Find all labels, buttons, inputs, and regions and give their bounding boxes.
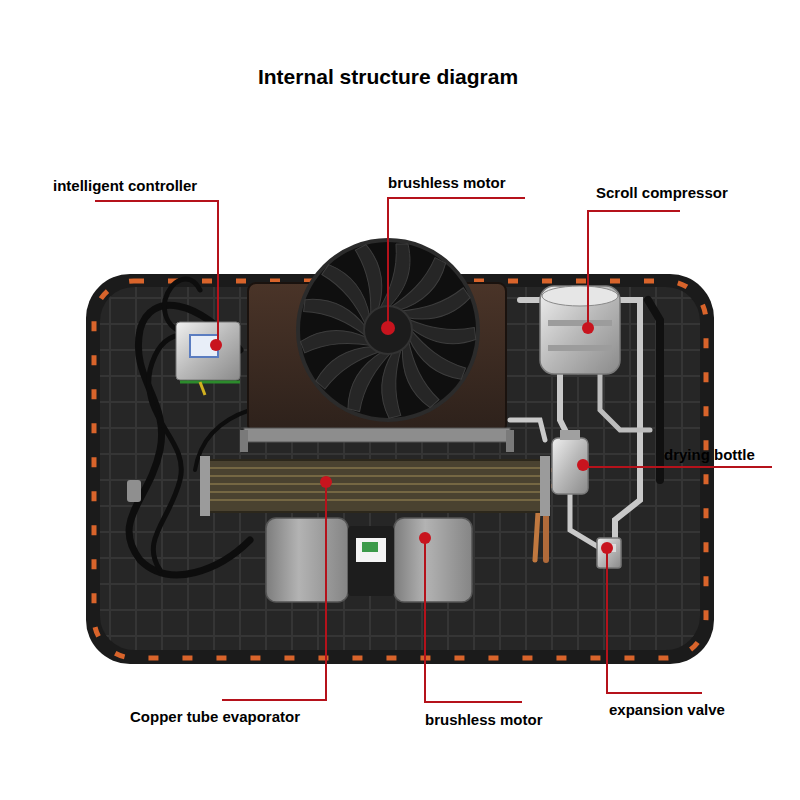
leader-line (222, 484, 326, 700)
blower-unit (362, 542, 378, 552)
tray-ribs (100, 635, 700, 637)
evaporator-coil (208, 483, 544, 485)
scroll-compressor (548, 320, 612, 326)
refrigerant-pipes (510, 420, 545, 440)
evaporator-coil (540, 456, 550, 516)
evaporator-coil (200, 456, 561, 516)
refrigerant-pipes (600, 372, 650, 430)
tray-ribs (681, 287, 683, 650)
expansion-valve-part (597, 538, 621, 568)
wiring-harness (127, 279, 250, 575)
evaporator-coil (208, 468, 544, 500)
tray-ribs (100, 609, 700, 611)
part-label: intelligent controller (53, 177, 197, 195)
base-tray (86, 274, 714, 664)
blower-unit (348, 526, 394, 596)
leader-line (388, 198, 525, 324)
evaporator-coil (200, 456, 210, 516)
intelligent-controller-box (180, 381, 240, 384)
intelligent-controller-box (176, 322, 240, 395)
refrigerant-pipes (570, 492, 600, 548)
condenser-shroud (506, 430, 514, 452)
base-tray (100, 287, 700, 650)
base-tray (94, 281, 706, 658)
scroll-compressor (548, 345, 612, 351)
scroll-compressor (542, 286, 618, 306)
leader-line (425, 540, 522, 702)
drying-bottle-part (560, 430, 580, 440)
condenser-shroud (244, 428, 510, 442)
intelligent-controller-box (176, 322, 240, 380)
part-label: brushless motor (425, 711, 543, 729)
leader-dot (210, 339, 222, 351)
leader-line (588, 211, 680, 326)
base-tray (86, 274, 714, 664)
evaporator-coil (208, 499, 544, 501)
intelligent-controller-box (200, 382, 205, 395)
part-label: expansion valve (609, 701, 725, 719)
condenser-shroud (240, 430, 248, 452)
part-label: drying bottle (664, 446, 755, 464)
part-label: Copper tube evaporator (130, 708, 300, 726)
evaporator-coil (208, 491, 544, 493)
refrigerant-pipes (648, 300, 660, 480)
leader-line (95, 198, 772, 702)
leader-dot (419, 532, 431, 544)
scroll-compressor (540, 286, 620, 374)
diagram-title: Internal structure diagram (0, 64, 776, 90)
drying-bottle-part (552, 430, 588, 494)
tray-ribs (100, 453, 700, 455)
drying-bottle-part (552, 438, 588, 494)
leader-line (584, 466, 772, 468)
part-label: Scroll compressor (596, 184, 728, 202)
evaporator-coil (208, 475, 544, 477)
leader-dot (320, 476, 332, 488)
leader-line (607, 550, 702, 693)
blower-unit (356, 538, 386, 562)
leader-dot (577, 459, 589, 471)
wiring-harness (129, 305, 250, 575)
leader-dot (210, 321, 613, 554)
tray-ribs (629, 287, 631, 650)
expansion-valve-part (597, 538, 621, 568)
scroll-compressor (540, 286, 620, 374)
blower-unit (266, 518, 472, 602)
blower-unit (266, 518, 348, 602)
evaporator-coil (208, 467, 544, 469)
tray-ribs (109, 287, 111, 650)
blower-unit (394, 518, 472, 602)
part-label: brushless motor (388, 174, 506, 192)
wiring-harness (127, 480, 141, 502)
refrigerant-pipes (560, 372, 570, 440)
leader-dot (582, 322, 594, 334)
leader-dot (381, 321, 395, 335)
evaporator-coil (204, 460, 548, 512)
leader-line (95, 201, 218, 342)
leader-dot (601, 542, 613, 554)
tray-ribs (100, 287, 700, 650)
